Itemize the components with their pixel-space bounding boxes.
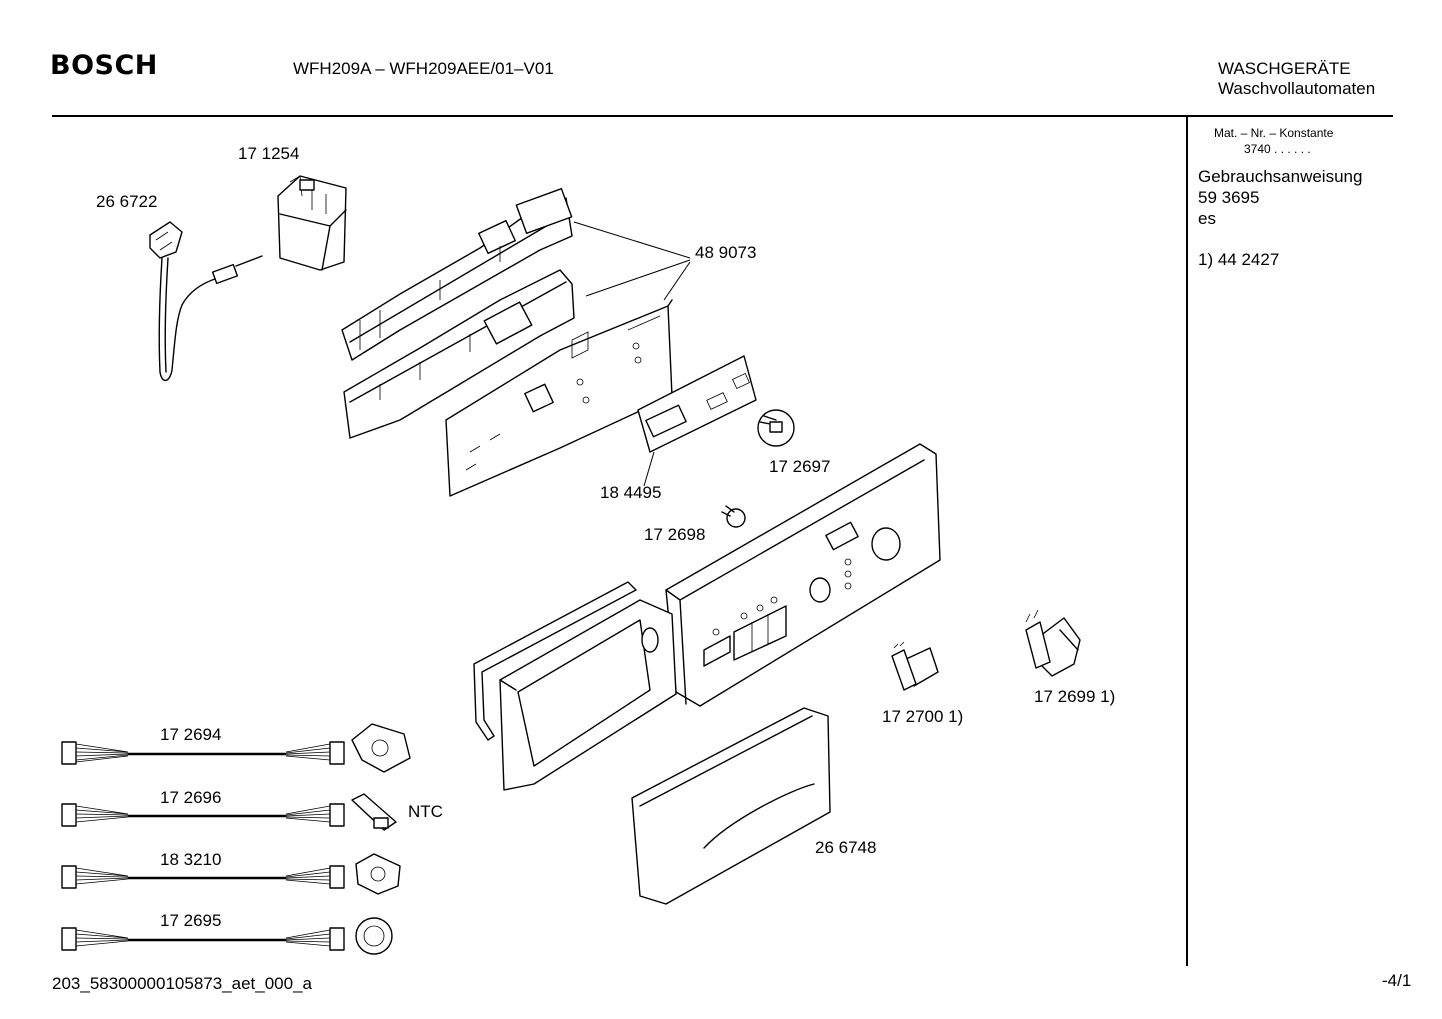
label-489073: 48 9073	[695, 243, 757, 262]
control-module-upper-part	[341, 187, 573, 361]
brand-logo: BOSCH	[50, 50, 158, 81]
harness-172696	[61, 793, 397, 831]
power-cord-part	[149, 221, 263, 382]
harness-172695	[61, 917, 393, 955]
footnote: 1) 44 2427	[1198, 250, 1280, 269]
label-184495: 18 4495	[600, 483, 662, 502]
document-id: 203_58300000105873_aet_000_a	[52, 974, 312, 993]
drawer-seal-part	[473, 581, 637, 741]
mat-label: Mat. – Nr. – Konstante	[1214, 126, 1334, 140]
manual-label: Gebrauchsanweisung	[1198, 167, 1363, 186]
harness-183210	[61, 853, 401, 895]
model-title: WFH209A – WFH209AEE/01–V01	[293, 59, 554, 78]
interference-filter-part	[277, 175, 347, 271]
harness-172694	[61, 723, 411, 773]
label-183210: 18 3210	[160, 850, 222, 869]
display-board-part	[637, 355, 757, 487]
label-266748: 26 6748	[815, 838, 877, 857]
label-172700: 17 2700 1)	[882, 707, 964, 726]
subcategory-title: Waschvollautomaten	[1218, 79, 1376, 98]
knob-spindle-part	[757, 409, 795, 447]
selector-knob-small-part	[891, 641, 939, 691]
label-172698: 17 2698	[644, 525, 706, 544]
drawer-frame-part	[499, 599, 677, 791]
label-172695: 17 2695	[160, 911, 222, 930]
page-number: -4/1	[1382, 971, 1412, 990]
label-172699: 17 2699 1)	[1034, 687, 1116, 706]
label-172697: 17 2697	[769, 457, 831, 476]
label-ntc: NTC	[408, 802, 443, 821]
button-pin-part	[721, 505, 746, 528]
label-266722: 26 6722	[96, 192, 158, 211]
label-171254: 17 1254	[238, 144, 300, 163]
manual-number: 59 3695	[1198, 188, 1260, 207]
label-172694: 17 2694	[160, 725, 222, 744]
selector-knob-large-part	[1025, 609, 1081, 677]
category-title: WASCHGERÄTE	[1218, 59, 1351, 78]
manual-lang: es	[1198, 209, 1216, 228]
drawer-handle-part	[631, 707, 831, 905]
mat-value: 3740 . . . . . .	[1244, 142, 1311, 156]
control-module-carrier-part	[343, 269, 575, 439]
label-172696: 17 2696	[160, 788, 222, 807]
